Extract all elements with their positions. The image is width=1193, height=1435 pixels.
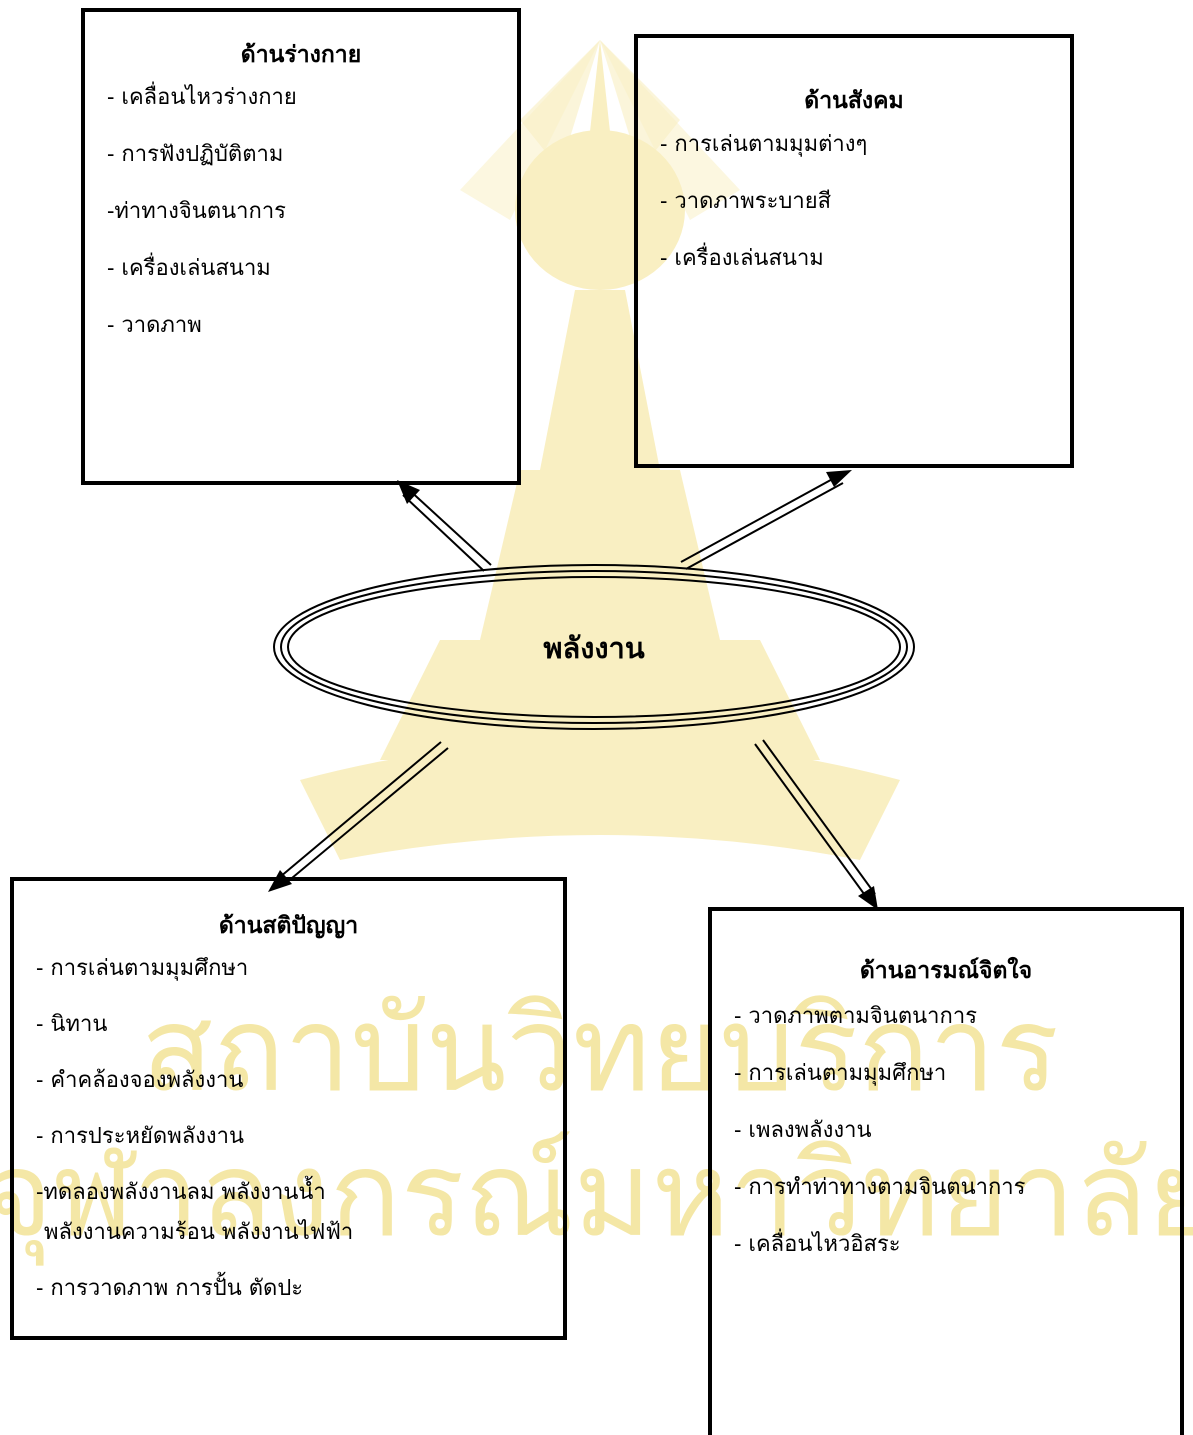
intellect-domain-box: ด้านสติปัญญา - การเล่นตามมุมศึกษา - นิทา…: [10, 877, 567, 1340]
list-item: - เครื่องเล่นสนาม: [107, 256, 271, 281]
list-item: -ทดลองพลังงานลม พลังงานน้ำ: [36, 1180, 326, 1205]
arrow-to-intellect: [268, 741, 449, 892]
list-item: - การประหยัดพลังงาน: [36, 1124, 245, 1149]
physical-activity-list: - เคลื่อนไหวร่างกาย - การฟังปฏิบัติตาม -…: [107, 83, 517, 341]
list-item: - เคลื่อนไหวอิสระ: [734, 1232, 901, 1257]
list-item: - เคลื่อนไหวร่างกาย: [107, 85, 297, 110]
list-item: - วาดภาพ: [107, 313, 202, 338]
list-item: - การฟังปฏิบัติตาม: [107, 142, 284, 167]
emotion-activity-list: - วาดภาพตามจินตนาการ - การเล่นตามมุมศึกษ…: [734, 1002, 1180, 1260]
physical-domain-title: ด้านร่างกาย: [240, 41, 362, 68]
list-item: - การทำท่าทางตามจินตนาการ: [734, 1175, 1026, 1200]
arrow-to-physical: [397, 480, 492, 572]
physical-domain-box: ด้านร่างกาย - เคลื่อนไหวร่างกาย - การฟัง…: [81, 8, 521, 485]
social-domain-box: ด้านสังคม - การเล่นตามมุมต่างๆ - วาดภาพร…: [634, 34, 1074, 468]
list-item: - เครื่องเล่นสนาม: [660, 246, 824, 271]
intellect-domain-title: ด้านสติปัญญา: [218, 912, 359, 939]
double-ellipse: [273, 564, 915, 730]
emotion-domain-title: ด้านอารมณ์จิตใจ: [859, 957, 1033, 984]
list-item: -ท่าทางจินตนาการ: [107, 199, 286, 224]
list-item: - วาดภาพระบายสี: [660, 189, 832, 214]
list-item-continuation: พลังงานความร้อน พลังงานไฟฟ้า: [44, 1220, 354, 1245]
emotion-domain-box: ด้านอารมณ์จิตใจ - วาดภาพตามจินตนาการ - ก…: [708, 907, 1184, 1435]
list-item: - นิทาน: [36, 1012, 108, 1037]
center-topic-label: พลังงาน: [543, 630, 645, 665]
arrow-to-social: [680, 470, 852, 570]
list-item: - การเล่นตามมุมต่างๆ: [660, 132, 868, 157]
list-item: - เพลงพลังงาน: [734, 1118, 872, 1143]
social-activity-list: - การเล่นตามมุมต่างๆ - วาดภาพระบายสี - เ…: [660, 130, 1070, 274]
intellect-activity-list: - การเล่นตามมุมศึกษา - นิทาน - คำคล้องจอ…: [36, 954, 563, 1304]
list-item: - การวาดภาพ การปั้น ตัดปะ: [36, 1276, 304, 1301]
social-domain-title: ด้านสังคม: [804, 87, 904, 114]
list-item: - วาดภาพตามจินตนาการ: [734, 1004, 978, 1029]
list-item: - การเล่นตามมุมศึกษา: [734, 1061, 947, 1086]
list-item: - การเล่นตามมุมศึกษา: [36, 956, 249, 981]
arrow-to-emotion: [754, 739, 878, 910]
list-item: - คำคล้องจองพลังงาน: [36, 1068, 244, 1093]
